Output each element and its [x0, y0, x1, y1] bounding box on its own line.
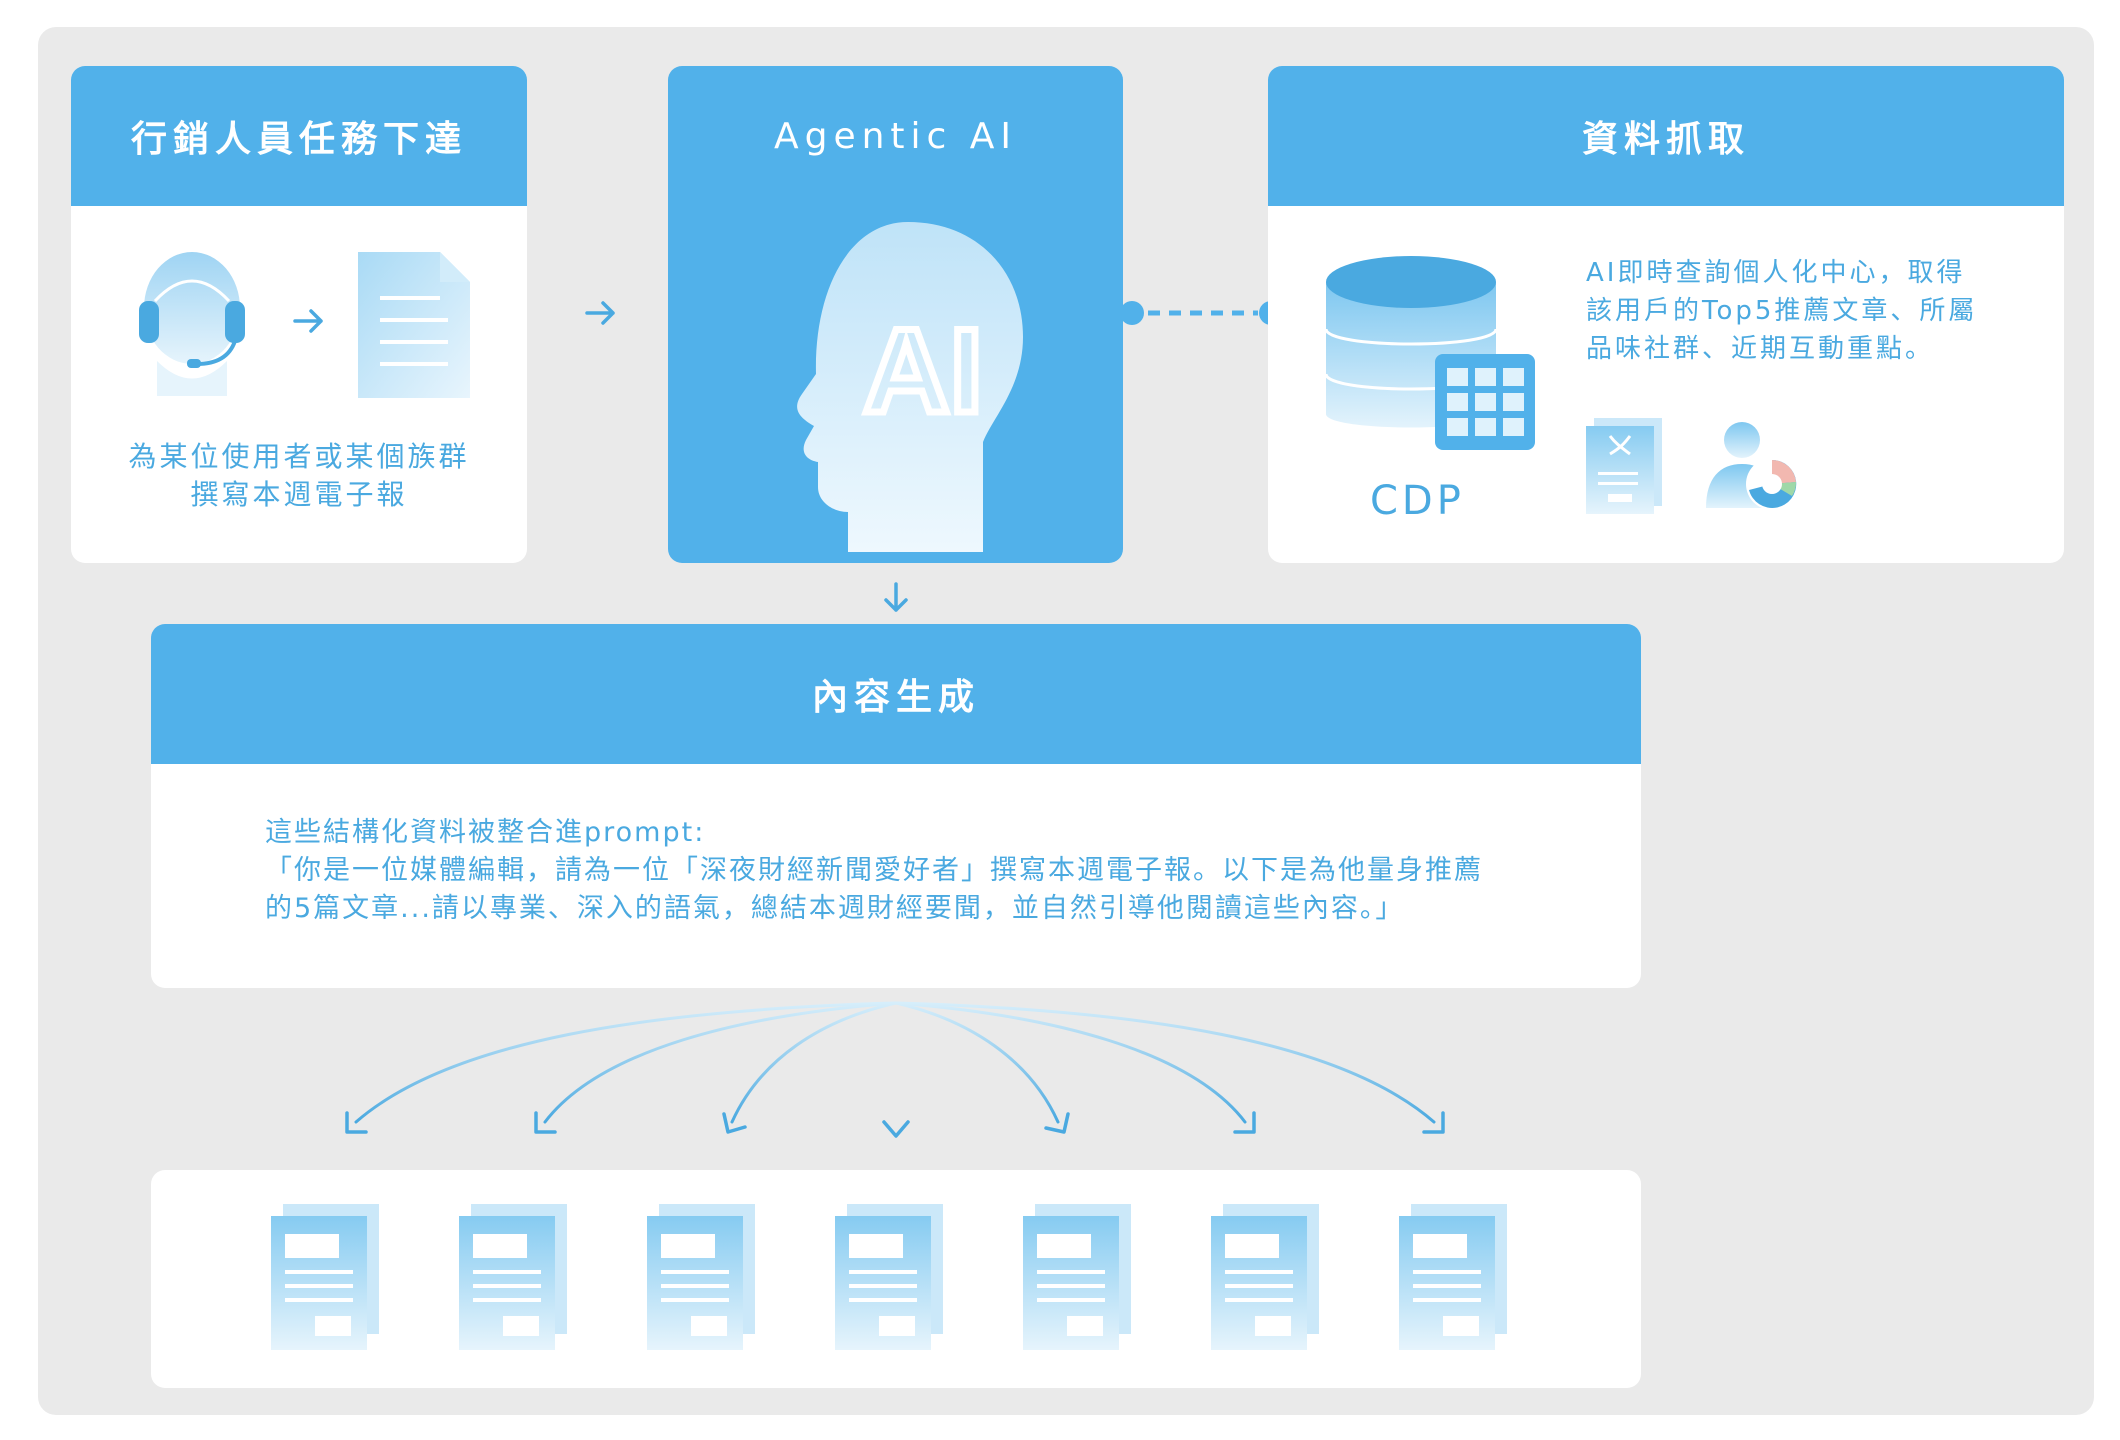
ai-head-icon: AI [778, 212, 1028, 552]
marketer-task-card: 行銷人員任務下達 [71, 66, 527, 563]
content-generation-title: 內容生成 [811, 677, 980, 718]
agentic-ai-card: Agentic AI AI [668, 66, 1123, 563]
headset-user-icon [127, 246, 257, 396]
data-fetch-title: 資料抓取 [1581, 119, 1750, 160]
ai-head-label: AI [863, 304, 983, 438]
data-fetch-description: AI即時查詢個人化中心，取得 該用戶的Top5推薦文章、所屬 品味社群、近期互動… [1586, 254, 2046, 368]
marketer-caption-line-2: 撰寫本週電子報 [190, 478, 408, 511]
newsletter-document-icon [835, 1204, 943, 1350]
data-fetch-desc-line-2: 該用戶的Top5推薦文章、所屬 [1586, 296, 1978, 326]
newsletter-document-icon [271, 1204, 379, 1350]
marketer-task-header: 行銷人員任務下達 [71, 66, 527, 206]
arrow-down-icon [881, 580, 911, 616]
data-fetch-card: 資料抓取 CDP AI即時查詢個人化中心 [1268, 66, 2064, 563]
newsletter-document-icon [1211, 1204, 1319, 1350]
dna-document-icon [1586, 418, 1662, 514]
grid-table-icon [1435, 354, 1535, 450]
marketer-task-title: 行銷人員任務下達 [130, 119, 467, 160]
data-fetch-desc-line-3: 品味社群、近期互動重點。 [1586, 334, 1935, 364]
cdp-label: CDP [1370, 478, 1465, 524]
newsletter-document-icon [1399, 1204, 1507, 1350]
prompt-line-3: 的5篇文章...請以專業、深入的語氣，總結本週財經要聞，並自然引導他閱讀這些內容… [265, 893, 1405, 924]
arrow-right-icon [291, 306, 327, 336]
prompt-line-2: 「你是一位媒體編輯，請為一位「深夜財經新聞愛好者」撰寫本週電子報。以下是為他量身… [265, 855, 1483, 886]
prompt-line-1: 這些結構化資料被整合進prompt: [265, 817, 706, 848]
fan-arcs [354, 1001, 1436, 1128]
newsletter-document-icon [459, 1204, 567, 1350]
user-chart-icon [1706, 418, 1802, 514]
prompt-text: 這些結構化資料被整合進prompt: 「你是一位媒體編輯，請為一位「深夜財經新聞… [265, 814, 1483, 928]
data-fetch-header: 資料抓取 [1268, 66, 2064, 206]
document-icon [358, 252, 470, 398]
newsletter-document-icon [647, 1204, 755, 1350]
newsletter-row [271, 1200, 1551, 1360]
arrow-right-icon [583, 298, 619, 328]
data-fetch-desc-line-1: AI即時查詢個人化中心，取得 [1586, 258, 1966, 288]
agentic-ai-title: Agentic AI [773, 115, 1018, 157]
fan-arrowheads [345, 1111, 1445, 1138]
content-generation-header: 內容生成 [151, 624, 1641, 764]
marketer-task-caption: 為某位使用者或某個族群 撰寫本週電子報 [71, 438, 527, 514]
content-generation-card: 內容生成 這些結構化資料被整合進prompt: 「你是一位媒體編輯，請為一位「深… [151, 624, 1641, 988]
marketer-caption-line-1: 為某位使用者或某個族群 [128, 440, 470, 473]
newsletter-document-icon [1023, 1204, 1131, 1350]
newsletter-outputs-card [151, 1170, 1641, 1388]
